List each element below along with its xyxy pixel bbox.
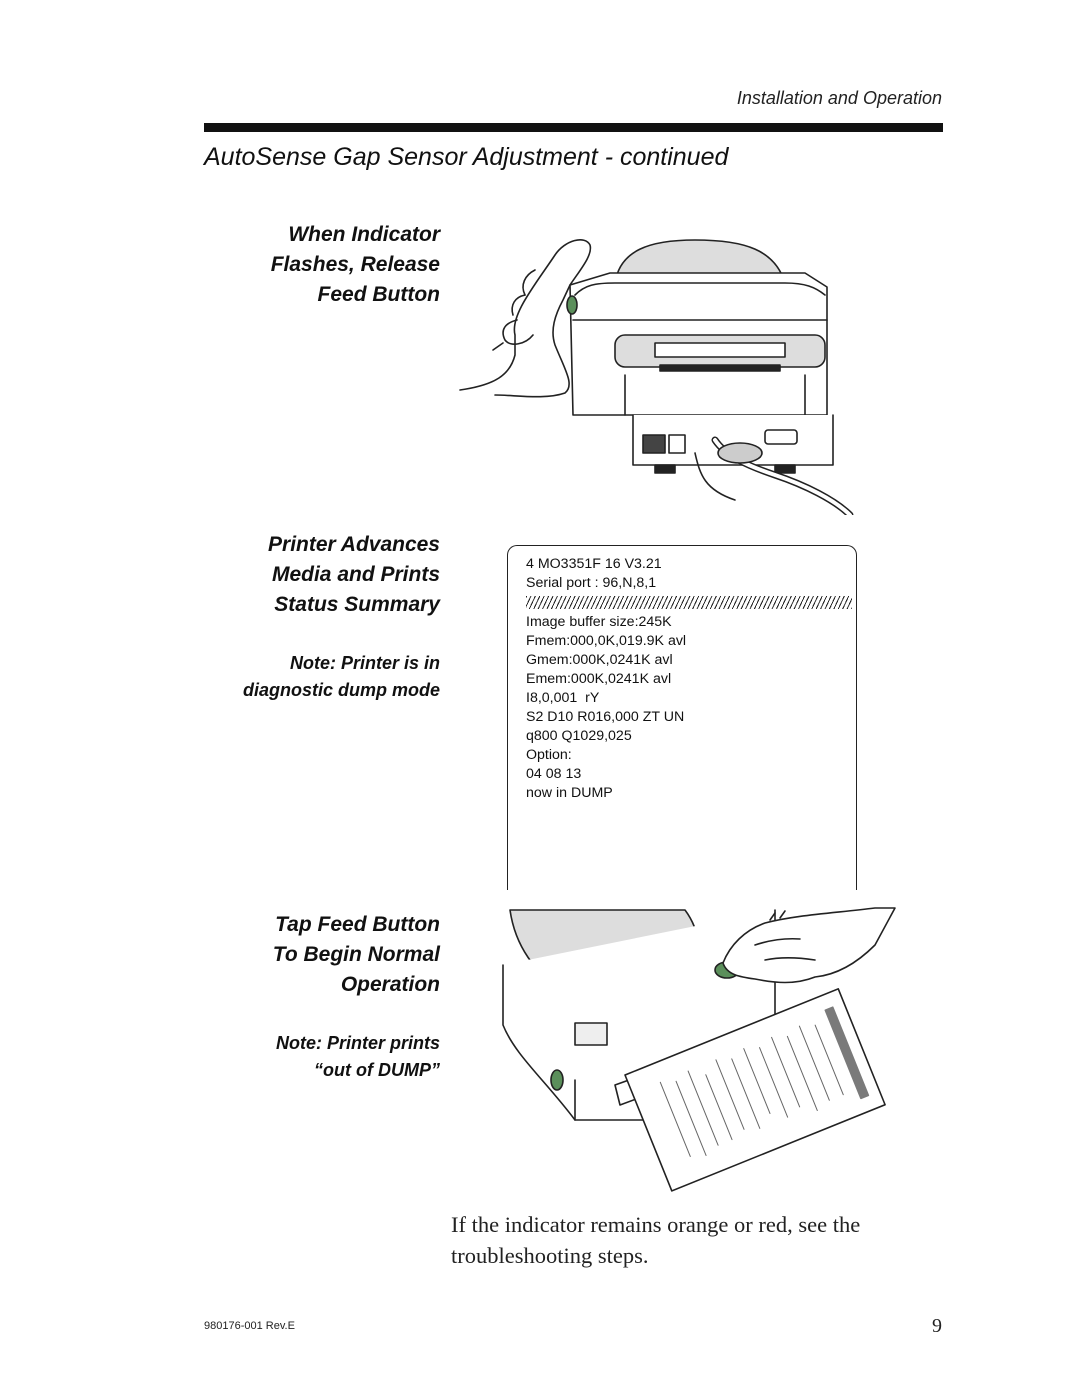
body-paragraph: If the indicator remains orange or red, … bbox=[451, 1209, 951, 1271]
caption-line: When Indicator bbox=[288, 223, 440, 246]
step-2-caption: Printer Advances Media and Prints Status… bbox=[268, 530, 440, 620]
status-summary-text: 4 MO3351F 16 V3.21 Serial port : 96,N,8,… bbox=[526, 555, 852, 803]
label-line: now in DUMP bbox=[526, 785, 613, 801]
note-line: Note: Printer prints bbox=[275, 1033, 440, 1053]
label-line: 04 08 13 bbox=[526, 766, 582, 782]
printer-rear-illustration bbox=[459, 239, 854, 515]
body-line: troubleshooting steps. bbox=[451, 1243, 649, 1268]
status-summary-label bbox=[507, 545, 857, 890]
label-line: Fmem:000,0K,019.9K avl bbox=[526, 633, 687, 649]
label-line: Emem:000K,0241K avl bbox=[526, 671, 672, 687]
caption-line: To Begin Normal bbox=[272, 943, 440, 966]
note-line: Note: Printer is in bbox=[289, 653, 440, 673]
step-1-caption: When Indicator Flashes, Release Feed But… bbox=[271, 220, 440, 310]
caption-line: Status Summary bbox=[274, 593, 440, 616]
label-line: Image buffer size:245K bbox=[526, 614, 672, 630]
running-header: Installation and Operation bbox=[736, 88, 942, 108]
caption-line: Feed Button bbox=[317, 283, 440, 306]
label-line: 4 MO3351F 16 V3.21 bbox=[526, 556, 662, 572]
caption-line: Flashes, Release bbox=[270, 253, 440, 276]
caption-line: Printer Advances bbox=[268, 533, 440, 556]
label-line: I8,0,001 rY bbox=[526, 690, 600, 706]
label-line: Serial port : 96,N,8,1 bbox=[526, 575, 657, 591]
body-line: If the indicator remains orange or red, … bbox=[451, 1212, 861, 1237]
note-line: diagnostic dump mode bbox=[242, 680, 440, 700]
label-line: Option: bbox=[526, 747, 572, 763]
caption-line: Media and Prints bbox=[271, 563, 440, 586]
caption-line: Tap Feed Button bbox=[275, 913, 440, 936]
note-line: “out of DUMP” bbox=[314, 1060, 440, 1080]
hatch-pattern bbox=[526, 596, 852, 609]
step-2-note: Note: Printer is in diagnostic dump mode bbox=[243, 650, 440, 704]
printer-front-illustration bbox=[502, 907, 896, 1192]
doc-number: 980176-001 Rev.E bbox=[204, 1320, 295, 1332]
label-line: q800 Q1029,025 bbox=[526, 728, 632, 744]
step-3-note: Note: Printer prints “out of DUMP” bbox=[276, 1030, 440, 1084]
section-title: AutoSense Gap Sensor Adjustment - contin… bbox=[204, 143, 729, 171]
step-3-caption: Tap Feed Button To Begin Normal Operatio… bbox=[273, 910, 440, 1000]
label-line: S2 D10 R016,000 ZT UN bbox=[526, 709, 685, 725]
page-number: 9 bbox=[932, 1315, 942, 1337]
label-line: Gmem:000K,0241K avl bbox=[526, 652, 673, 668]
header-rule bbox=[204, 123, 943, 132]
caption-line: Operation bbox=[340, 973, 440, 996]
